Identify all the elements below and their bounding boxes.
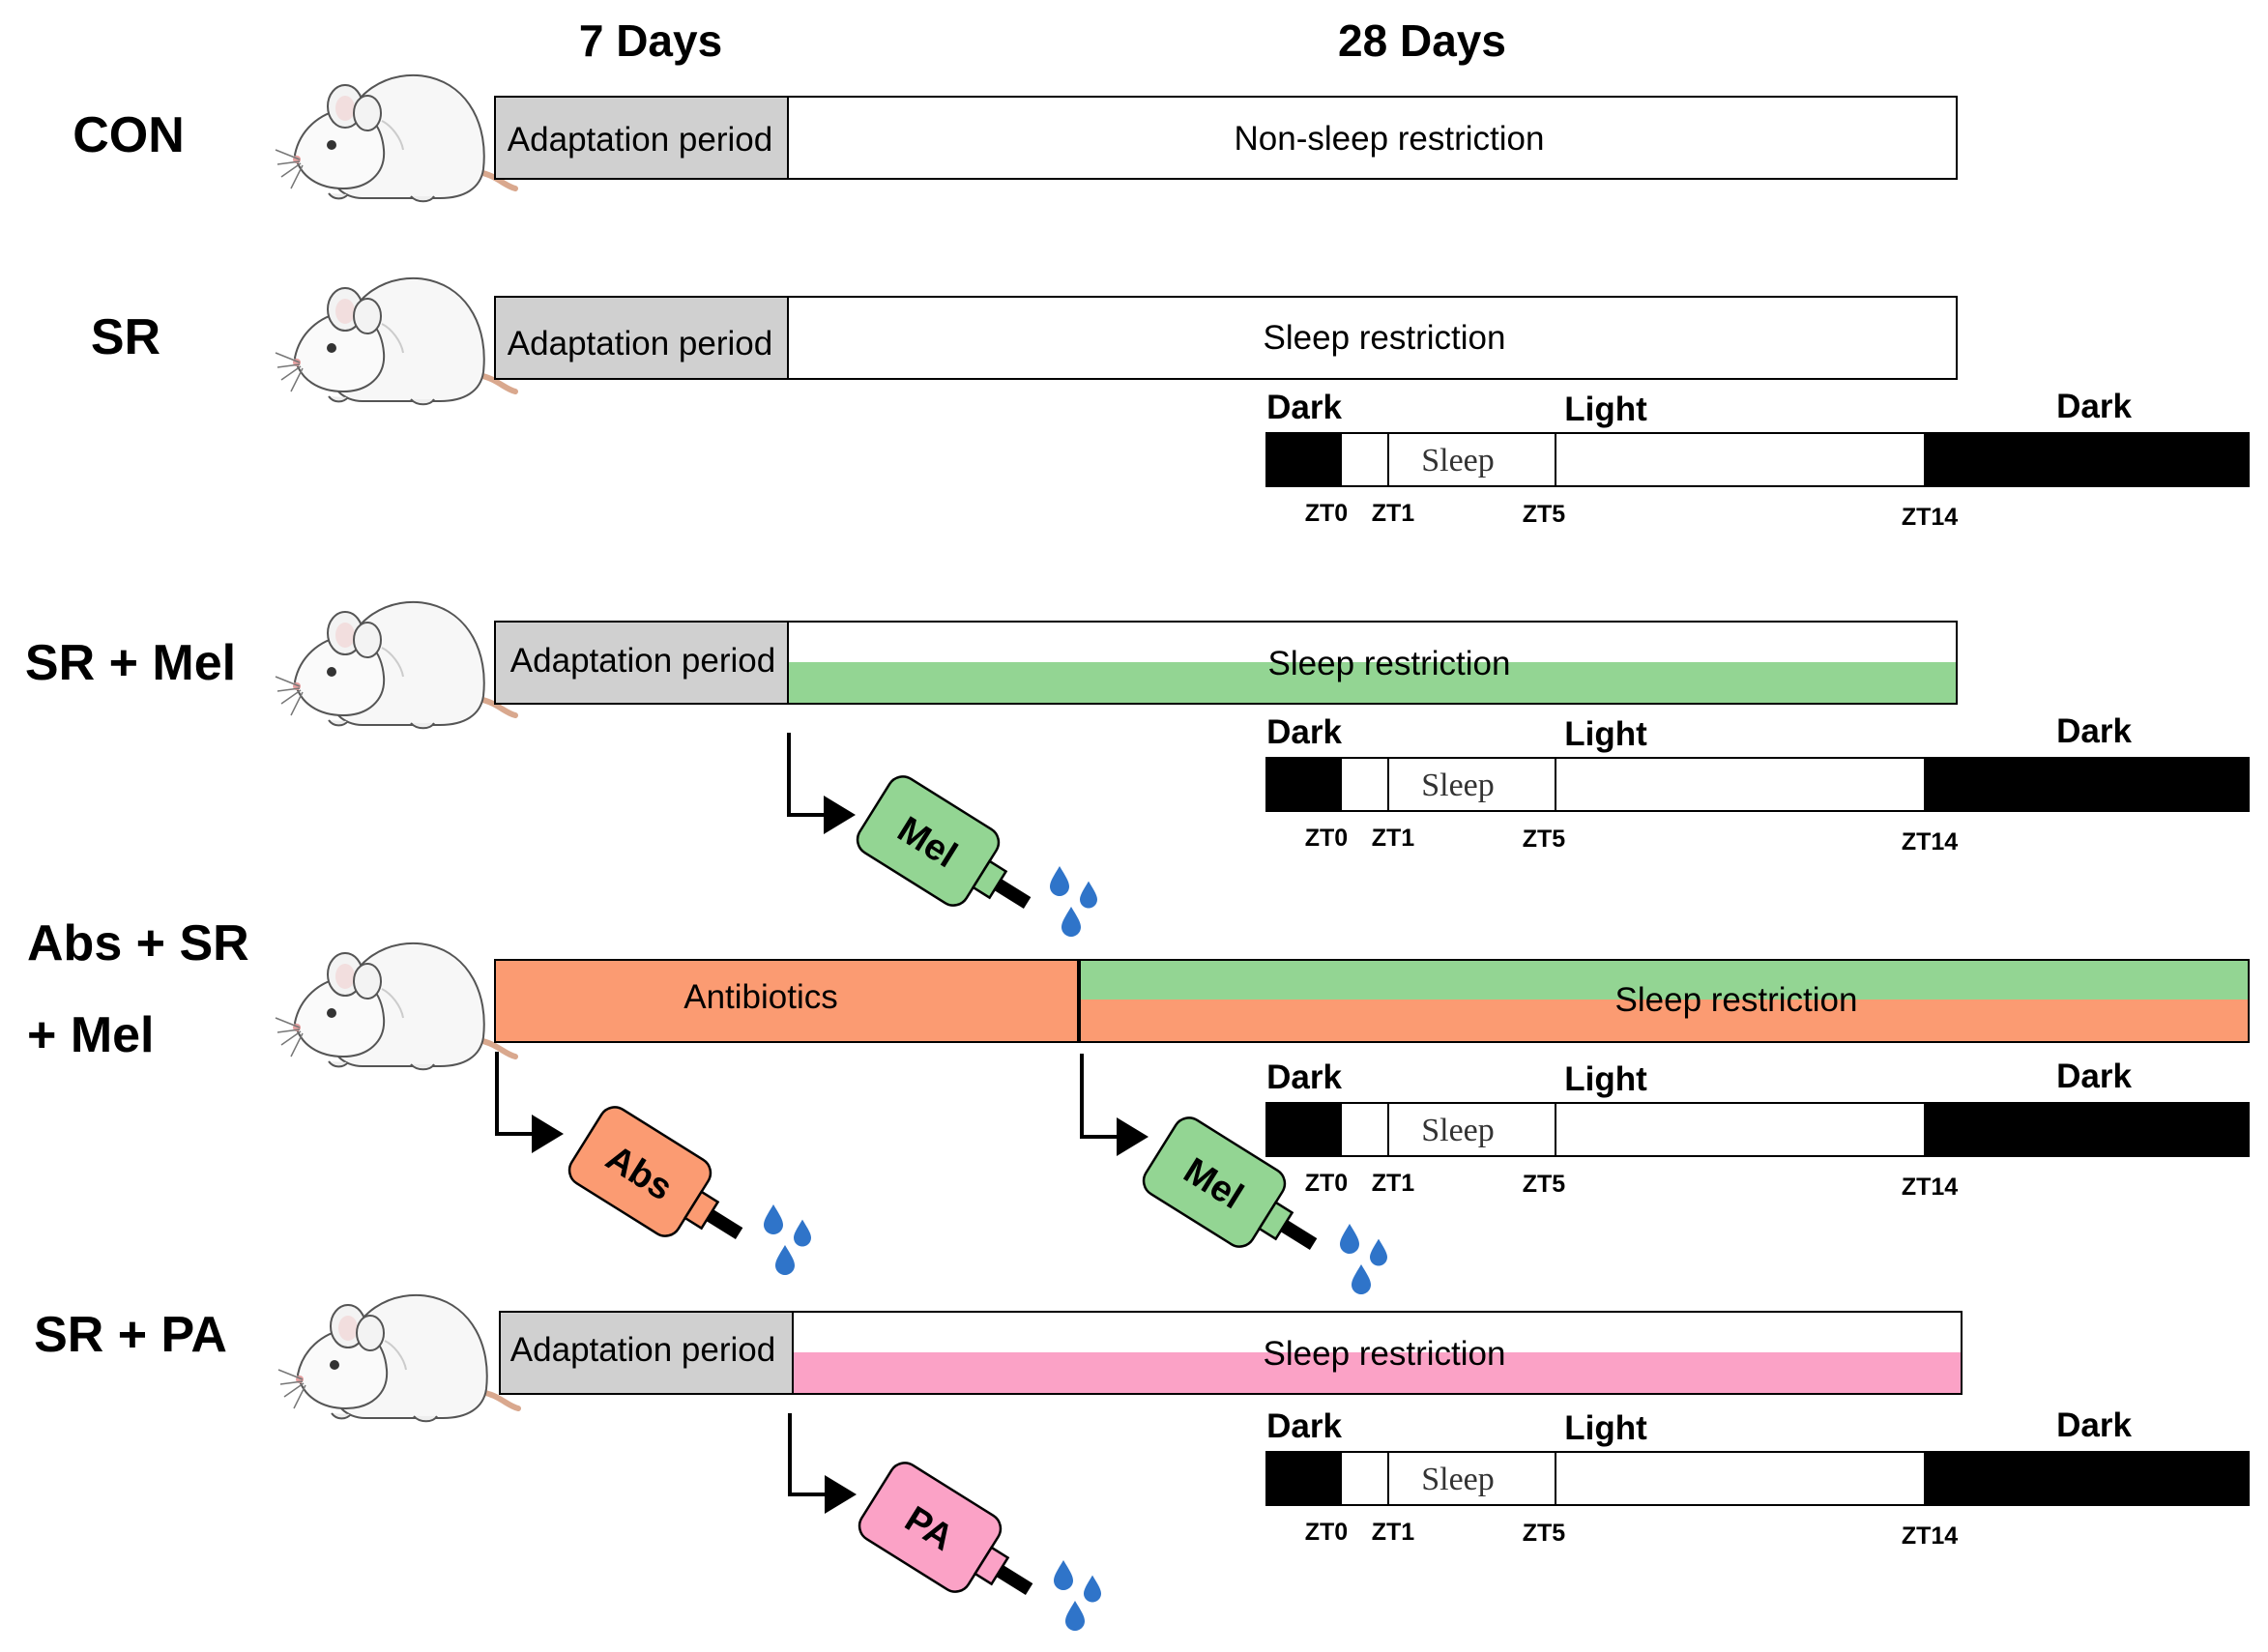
sleep-window-label: Sleep [1421, 1462, 1495, 1497]
group-abs-sr-mel: Abs + SR + Mel Antibiotics Sleep restric… [27, 915, 2250, 1294]
propionate-bottle-icon: PA [858, 1462, 1033, 1596]
adaptation-period-label: Adaptation period [510, 642, 775, 680]
adaptation-period-label: Adaptation period [508, 121, 772, 159]
zt14-label: ZT14 [1902, 1522, 1958, 1550]
rat-icon [276, 75, 515, 201]
water-drops-icon [1054, 1560, 1101, 1631]
dark-phase [1924, 1103, 2249, 1156]
rat-icon [278, 1295, 518, 1421]
dark-phase [1266, 433, 1342, 486]
light-dark-schedule: Dark Light Dark Sleep ZT0 ZT1 ZT5 ZT14 [1265, 1058, 2250, 1201]
group-label-abs-line2: + Mel [27, 1007, 155, 1063]
group-con: CON Adaptation period Non-sleep restrict… [73, 75, 1958, 201]
melatonin-treatment-band [789, 662, 1956, 703]
light-dark-schedule: Dark Light Dark Sleep ZT0 ZT1 ZT5 ZT14 [1265, 388, 2250, 531]
zt0-label: ZT0 [1305, 1170, 1348, 1197]
dark-label: Dark [1266, 1058, 1342, 1096]
treatment-duration-header: 28 Days [1338, 15, 1506, 66]
light-label: Light [1564, 1409, 1647, 1447]
dark-phase [1266, 1103, 1342, 1156]
zt14-label: ZT14 [1902, 828, 1958, 855]
light-label: Light [1564, 715, 1647, 753]
zt5-label: ZT5 [1523, 1520, 1566, 1547]
administration-arrow [788, 1413, 828, 1496]
treatment-label: Sleep restriction [1268, 645, 1511, 682]
propionate-treatment-band [794, 1352, 1961, 1393]
dark-phase [1266, 1452, 1342, 1505]
dark-label: Dark [2056, 1406, 2132, 1444]
group-label-sr: SR [91, 309, 160, 365]
zt1-label: ZT1 [1372, 1519, 1415, 1546]
melatonin-bottle-icon: Mel [1142, 1116, 1318, 1251]
treatment-label: Sleep restriction [1264, 1335, 1506, 1373]
zt5-label: ZT5 [1523, 501, 1566, 528]
treatment-bar [787, 296, 1958, 380]
dark-phase [1266, 758, 1342, 811]
group-label-abs-line1: Abs + SR [27, 915, 249, 971]
treatment-label: Sleep restriction [1264, 319, 1506, 357]
treatment-label: Non-sleep restriction [1235, 120, 1545, 158]
administration-arrow [1080, 1054, 1119, 1139]
zt1-label: ZT1 [1372, 1170, 1415, 1197]
light-dark-schedule: Dark Light Dark Sleep ZT0 ZT1 ZT5 ZT14 [1265, 1406, 2250, 1550]
sleep-window-label: Sleep [1421, 768, 1495, 803]
zt1-label: ZT1 [1372, 825, 1415, 852]
zt1-label: ZT1 [1372, 500, 1415, 527]
melatonin-treatment-band [1081, 961, 2248, 1000]
group-sr-pa: SR + PA Adaptation period Sleep restrict… [34, 1295, 2250, 1631]
dark-label: Dark [2056, 712, 2132, 750]
adaptation-period-bar [494, 621, 789, 705]
group-sr-mel: SR + Mel Adaptation period Sleep restric… [25, 602, 2250, 940]
adaptation-period-bar [499, 1311, 794, 1395]
dark-phase [1924, 1452, 2249, 1505]
group-sr: SR Adaptation period Sleep restriction D… [91, 278, 2250, 531]
water-drops-icon [1050, 866, 1097, 937]
dark-label: Dark [2056, 388, 2132, 425]
dark-phase [1924, 433, 2249, 486]
antibiotics-bottle-icon: Abs [567, 1106, 743, 1240]
dark-label: Dark [1266, 389, 1342, 426]
administration-arrow [787, 733, 827, 817]
zt0-label: ZT0 [1305, 500, 1348, 527]
light-dark-schedule: Dark Light Dark Sleep ZT0 ZT1 ZT5 ZT14 [1265, 712, 2250, 855]
antibiotics-label: Antibiotics [683, 978, 838, 1016]
zt0-label: ZT0 [1305, 825, 1348, 852]
light-label: Light [1564, 391, 1647, 428]
administration-arrow [495, 1052, 535, 1136]
adaptation-period-bar [494, 296, 789, 380]
sleep-window-label: Sleep [1421, 1113, 1495, 1148]
rat-icon [276, 602, 515, 728]
zt14-label: ZT14 [1902, 504, 1958, 531]
light-label: Light [1564, 1060, 1647, 1098]
zt5-label: ZT5 [1523, 1171, 1566, 1198]
dark-phase [1924, 758, 2249, 811]
water-drops-icon [764, 1204, 811, 1275]
group-label-sr-mel: SR + Mel [25, 635, 236, 691]
group-label-con: CON [73, 107, 185, 163]
water-drops-icon [1340, 1224, 1387, 1294]
adaptation-period-label: Adaptation period [508, 325, 772, 362]
adaptation-duration-header: 7 Days [579, 15, 722, 66]
treatment-bar [787, 96, 1958, 180]
sleep-window-label: Sleep [1421, 443, 1495, 478]
antibiotics-bar [494, 959, 1079, 1043]
adaptation-period-bar [494, 96, 789, 180]
group-label-sr-pa: SR + PA [34, 1307, 227, 1363]
dark-label: Dark [1266, 713, 1342, 751]
zt5-label: ZT5 [1523, 826, 1566, 853]
melatonin-bottle-icon: Mel [856, 775, 1032, 910]
rat-icon [276, 943, 515, 1069]
dark-label: Dark [1266, 1407, 1342, 1445]
adaptation-period-label: Adaptation period [510, 1331, 775, 1369]
dark-label: Dark [2056, 1058, 2132, 1095]
zt14-label: ZT14 [1902, 1174, 1958, 1201]
zt0-label: ZT0 [1305, 1519, 1348, 1546]
treatment-label: Sleep restriction [1615, 981, 1858, 1019]
rat-icon [276, 278, 515, 404]
